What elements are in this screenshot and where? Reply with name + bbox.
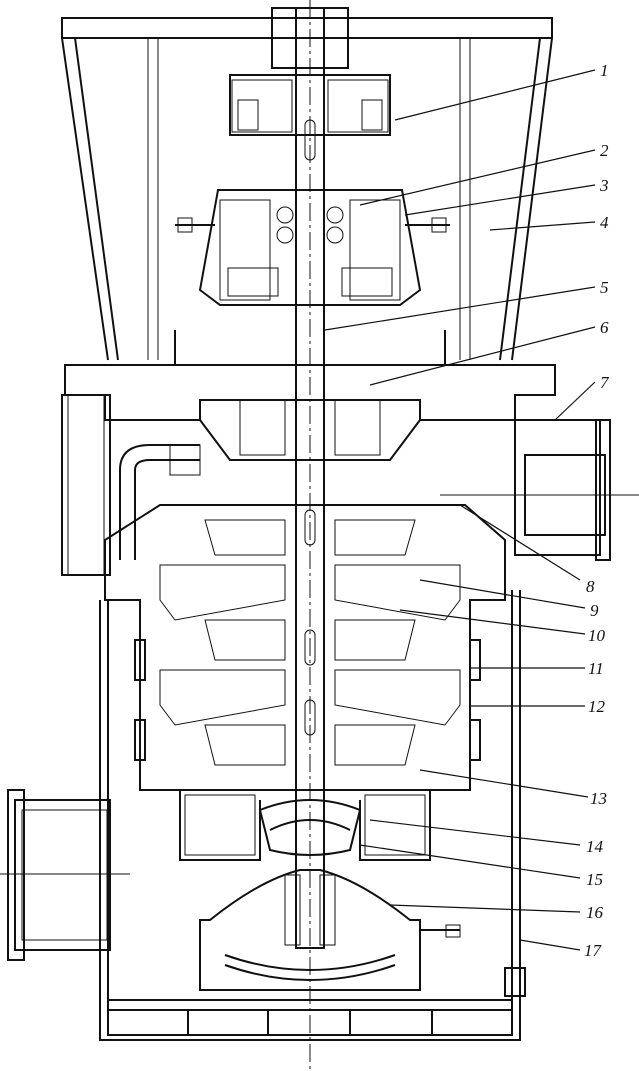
bearing-housing — [175, 189, 450, 306]
pump-shaft — [295, 0, 325, 1071]
callout-label-8: 8 — [586, 577, 595, 596]
callout-label-14: 14 — [586, 837, 604, 856]
outer-barrel — [99, 590, 526, 1041]
callout-label-1: 1 — [600, 61, 609, 80]
callout-label-2: 2 — [600, 141, 609, 160]
suction-chamber — [179, 790, 431, 861]
suction-nozzle — [0, 789, 130, 961]
callout-label-4: 4 — [600, 213, 609, 232]
stage-casings — [104, 504, 506, 791]
callouts: 1 2 3 4 5 6 7 8 9 10 11 12 13 14 15 16 1 — [324, 61, 610, 960]
callout-label-16: 16 — [586, 903, 604, 922]
callout-label-13: 13 — [590, 789, 607, 808]
lower-bearing — [199, 869, 461, 991]
callout-label-12: 12 — [588, 697, 606, 716]
callout-label-9: 9 — [590, 601, 599, 620]
callout-label-7: 7 — [600, 373, 610, 392]
bypass-pipe — [61, 394, 201, 576]
callout-label-11: 11 — [588, 659, 604, 678]
callout-label-15: 15 — [586, 870, 603, 889]
callout-label-3: 3 — [599, 176, 609, 195]
callout-label-10: 10 — [588, 626, 606, 645]
motor-stand — [61, 17, 553, 361]
callout-label-5: 5 — [600, 278, 609, 297]
callout-label-17: 17 — [584, 941, 603, 960]
callout-label-6: 6 — [600, 318, 609, 337]
discharge-nozzle — [440, 419, 639, 561]
